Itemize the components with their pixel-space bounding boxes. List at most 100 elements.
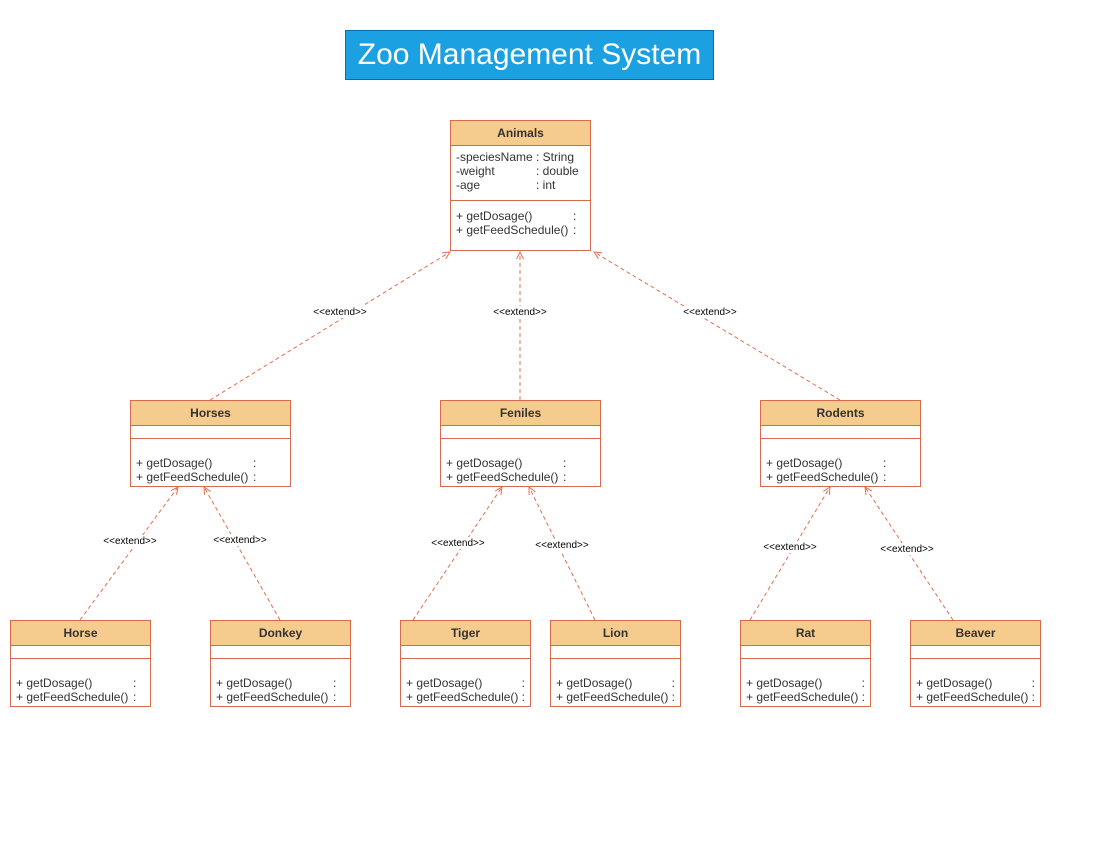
operations-section: + getDosage(): + getFeedSchedule(): bbox=[11, 659, 150, 706]
operation-row: + getDosage(): bbox=[446, 456, 595, 470]
extend-label-background bbox=[760, 541, 820, 553]
extend-line-rat-to-rodents[interactable] bbox=[749, 486, 831, 621]
class-tiger[interactable]: Tiger + getDosage(): + getFeedSchedule()… bbox=[400, 620, 531, 707]
class-name: Rodents bbox=[761, 401, 920, 426]
extend-line-donkey-to-horses[interactable] bbox=[203, 486, 281, 621]
operation-name: + getDosage() bbox=[136, 456, 213, 470]
attribute-row: -speciesName: String bbox=[456, 150, 585, 164]
operation-type: : bbox=[133, 690, 137, 704]
operation-row: + getFeedSchedule(): bbox=[406, 690, 525, 704]
open-arrowhead-icon bbox=[528, 485, 536, 496]
operation-type: : bbox=[253, 456, 257, 470]
attributes-section bbox=[761, 426, 920, 439]
class-name: Tiger bbox=[401, 621, 530, 646]
extend-line-tiger-to-feniles[interactable] bbox=[412, 486, 503, 621]
open-arrowhead-icon bbox=[593, 251, 603, 259]
extend-label: <<extend>> bbox=[103, 536, 157, 547]
operation-type: : bbox=[573, 223, 577, 237]
operation-type: : bbox=[1031, 690, 1035, 704]
extend-line-lion-to-feniles[interactable] bbox=[528, 486, 596, 621]
operation-row: + getFeedSchedule(): bbox=[556, 690, 675, 704]
extend-label: <<extend>> bbox=[313, 307, 367, 318]
operation-type: : bbox=[883, 456, 887, 470]
attributes-section bbox=[131, 426, 290, 439]
class-animals[interactable]: Animals -speciesName: String -weight: do… bbox=[450, 120, 591, 251]
operation-name: + getDosage() bbox=[16, 676, 93, 690]
class-name: Beaver bbox=[911, 621, 1040, 646]
operation-row: + getFeedSchedule(): bbox=[446, 470, 595, 484]
extend-line-rodents-to-animals[interactable] bbox=[593, 251, 841, 401]
attribute-name: -weight bbox=[456, 164, 495, 178]
operation-name: + getFeedSchedule() bbox=[766, 470, 879, 484]
operations-section: + getDosage(): + getFeedSchedule(): bbox=[451, 201, 590, 239]
operations-section: + getDosage(): + getFeedSchedule(): bbox=[401, 659, 530, 706]
extend-label: <<extend>> bbox=[880, 544, 934, 555]
extend-label-background bbox=[210, 534, 270, 546]
operation-name: + getDosage() bbox=[216, 676, 293, 690]
extend-label: <<extend>> bbox=[431, 538, 485, 549]
operation-type: : bbox=[563, 456, 567, 470]
operation-name: + getFeedSchedule() bbox=[136, 470, 249, 484]
operation-type: : bbox=[333, 676, 337, 690]
class-beaver[interactable]: Beaver + getDosage(): + getFeedSchedule(… bbox=[910, 620, 1041, 707]
attributes-section bbox=[211, 646, 350, 659]
operation-row: + getFeedSchedule(): bbox=[136, 470, 285, 484]
extend-label-background bbox=[310, 306, 370, 318]
operation-type: : bbox=[671, 690, 675, 704]
operations-section: + getDosage(): + getFeedSchedule(): bbox=[761, 439, 920, 486]
extend-label-background bbox=[532, 539, 592, 551]
class-feniles[interactable]: Feniles + getDosage(): + getFeedSchedule… bbox=[440, 400, 601, 487]
operation-row: + getFeedSchedule(): bbox=[456, 223, 585, 237]
operation-type: : bbox=[883, 470, 887, 484]
operation-row: + getDosage(): bbox=[916, 676, 1035, 690]
class-lion[interactable]: Lion + getDosage(): + getFeedSchedule(): bbox=[550, 620, 681, 707]
operation-name: + getDosage() bbox=[446, 456, 523, 470]
operation-row: + getDosage(): bbox=[16, 676, 145, 690]
operation-type: : bbox=[563, 470, 567, 484]
class-donkey[interactable]: Donkey + getDosage(): + getFeedSchedule(… bbox=[210, 620, 351, 707]
operation-name: + getFeedSchedule() bbox=[746, 690, 859, 704]
operation-type: : bbox=[1031, 676, 1035, 690]
attributes-section: -speciesName: String -weight: double -ag… bbox=[451, 146, 590, 201]
extend-label: <<extend>> bbox=[493, 307, 547, 318]
operation-name: + getDosage() bbox=[746, 676, 823, 690]
extend-label-background bbox=[680, 306, 740, 318]
extend-label-background bbox=[877, 543, 937, 555]
operation-row: + getDosage(): bbox=[136, 456, 285, 470]
operation-type: : bbox=[521, 690, 525, 704]
attribute-type: : int bbox=[536, 178, 556, 192]
attributes-section bbox=[551, 646, 680, 659]
operation-row: + getFeedSchedule(): bbox=[216, 690, 345, 704]
open-arrowhead-icon bbox=[864, 486, 873, 495]
operation-type: : bbox=[333, 690, 337, 704]
operation-row: + getDosage(): bbox=[556, 676, 675, 690]
extend-line-horse-to-horses[interactable] bbox=[79, 486, 179, 621]
operation-name: + getDosage() bbox=[456, 209, 533, 223]
class-name: Horses bbox=[131, 401, 290, 426]
attributes-section bbox=[911, 646, 1040, 659]
operation-type: : bbox=[861, 676, 865, 690]
attribute-row: -age: int bbox=[456, 178, 585, 192]
operation-name: + getFeedSchedule() bbox=[16, 690, 129, 704]
extend-label-background bbox=[428, 537, 488, 549]
operation-row: + getFeedSchedule(): bbox=[766, 470, 915, 484]
open-arrowhead-icon bbox=[441, 251, 451, 260]
operation-row: + getFeedSchedule(): bbox=[746, 690, 865, 704]
operation-type: : bbox=[133, 676, 137, 690]
open-arrowhead-icon bbox=[823, 486, 831, 496]
class-rat[interactable]: Rat + getDosage(): + getFeedSchedule(): bbox=[740, 620, 871, 707]
operation-name: + getFeedSchedule() bbox=[916, 690, 1029, 704]
class-rodents[interactable]: Rodents + getDosage(): + getFeedSchedule… bbox=[760, 400, 921, 487]
class-horses[interactable]: Horses + getDosage(): + getFeedSchedule(… bbox=[130, 400, 291, 487]
extend-line-horses-to-animals[interactable] bbox=[209, 251, 451, 401]
operation-name: + getDosage() bbox=[766, 456, 843, 470]
operation-row: + getDosage(): bbox=[766, 456, 915, 470]
extend-label-background bbox=[100, 535, 160, 547]
class-horse[interactable]: Horse + getDosage(): + getFeedSchedule()… bbox=[10, 620, 151, 707]
operation-type: : bbox=[861, 690, 865, 704]
diagram-title: Zoo Management System bbox=[345, 30, 714, 80]
operation-name: + getDosage() bbox=[406, 676, 483, 690]
class-name: Rat bbox=[741, 621, 870, 646]
class-name: Donkey bbox=[211, 621, 350, 646]
operation-row: + getDosage(): bbox=[406, 676, 525, 690]
